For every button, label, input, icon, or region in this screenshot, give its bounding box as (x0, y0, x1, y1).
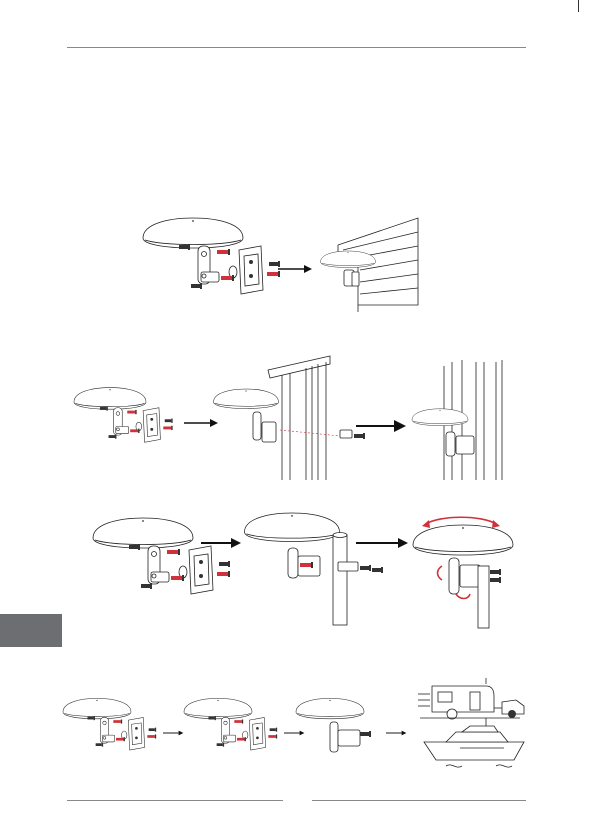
fence-mount-figure (74, 356, 502, 480)
arrow-right-icon (386, 731, 406, 736)
arrow-right-icon (356, 420, 406, 432)
rotate-arrow-icon (422, 520, 430, 528)
arrow-right-icon (356, 538, 408, 548)
pole-mount-figure (93, 513, 513, 628)
arrow-right-icon (184, 419, 218, 427)
arrow-right-icon (284, 731, 304, 736)
rotate-arrow-icon (492, 520, 500, 528)
caravan-icon (418, 678, 524, 719)
vehicle-mount-figure (63, 678, 524, 767)
boat-icon (424, 718, 524, 767)
pole-icon (333, 533, 347, 626)
wall-mount-figure (143, 218, 418, 312)
arrow-right-icon (278, 265, 312, 273)
arrow-right-icon (163, 731, 183, 736)
antenna-icon (143, 218, 280, 294)
fence-icon (268, 356, 340, 480)
